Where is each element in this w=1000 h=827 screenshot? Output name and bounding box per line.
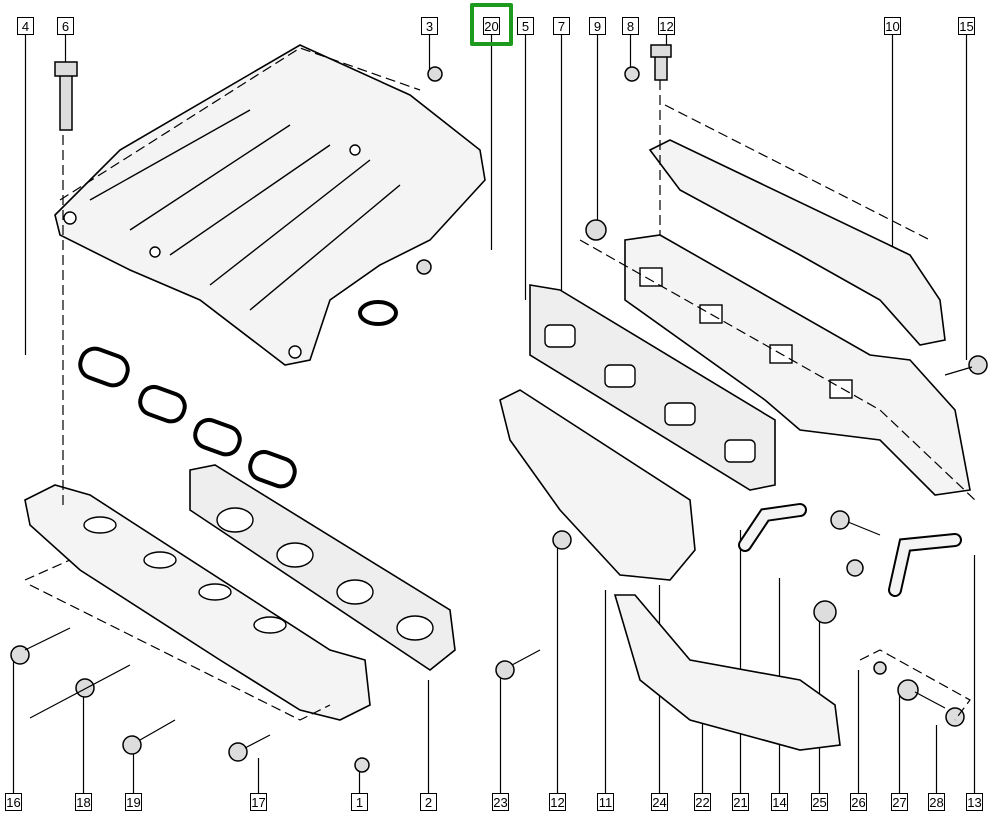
callout-label-3: 3 [421, 17, 438, 35]
callout-label-20: 20 [483, 17, 500, 35]
callout-label-12: 12 [658, 17, 675, 35]
exhaust-manifold [579, 234, 976, 501]
callout-label-16: 16 [5, 793, 22, 811]
callout-label-23: 23 [492, 793, 509, 811]
callout-label-11: 11 [597, 793, 614, 811]
callout-label-22: 22 [694, 793, 711, 811]
callout-label-6: 6 [57, 17, 74, 35]
callout-label-15: 15 [958, 17, 975, 35]
manifold-bracket [499, 389, 696, 581]
lower-heat-shield [613, 594, 841, 751]
highlight-box [470, 3, 513, 46]
callout-label-28: 28 [928, 793, 945, 811]
lower-intake-manifold [24, 484, 371, 721]
callout-label-25: 25 [811, 793, 828, 811]
callout-label-2: 2 [420, 793, 437, 811]
callout-label-10: 10 [884, 17, 901, 35]
callout-label-27: 27 [891, 793, 908, 811]
bolts [10, 44, 988, 773]
dashed-guides [62, 80, 971, 721]
callout-label-1: 1 [351, 793, 368, 811]
intake-gasket-plate [189, 464, 456, 671]
upper-heat-shield [648, 104, 946, 346]
callout-label-7: 7 [553, 17, 570, 35]
pipes [738, 503, 962, 597]
callout-label-24: 24 [651, 793, 668, 811]
callout-label-4: 4 [17, 17, 34, 35]
intake-plenum [54, 44, 486, 366]
callout-label-14: 14 [771, 793, 788, 811]
callout-label-19: 19 [125, 793, 142, 811]
intake-gaskets [78, 300, 398, 489]
callout-label-26: 26 [850, 793, 867, 811]
callout-label-5: 5 [517, 17, 534, 35]
callout-label-8: 8 [622, 17, 639, 35]
callout-label-17: 17 [250, 793, 267, 811]
callout-label-21: 21 [732, 793, 749, 811]
callout-label-12: 12 [549, 793, 566, 811]
callout-label-13: 13 [966, 793, 983, 811]
callout-label-9: 9 [589, 17, 606, 35]
exhaust-gasket [529, 284, 776, 491]
callout-label-18: 18 [75, 793, 92, 811]
